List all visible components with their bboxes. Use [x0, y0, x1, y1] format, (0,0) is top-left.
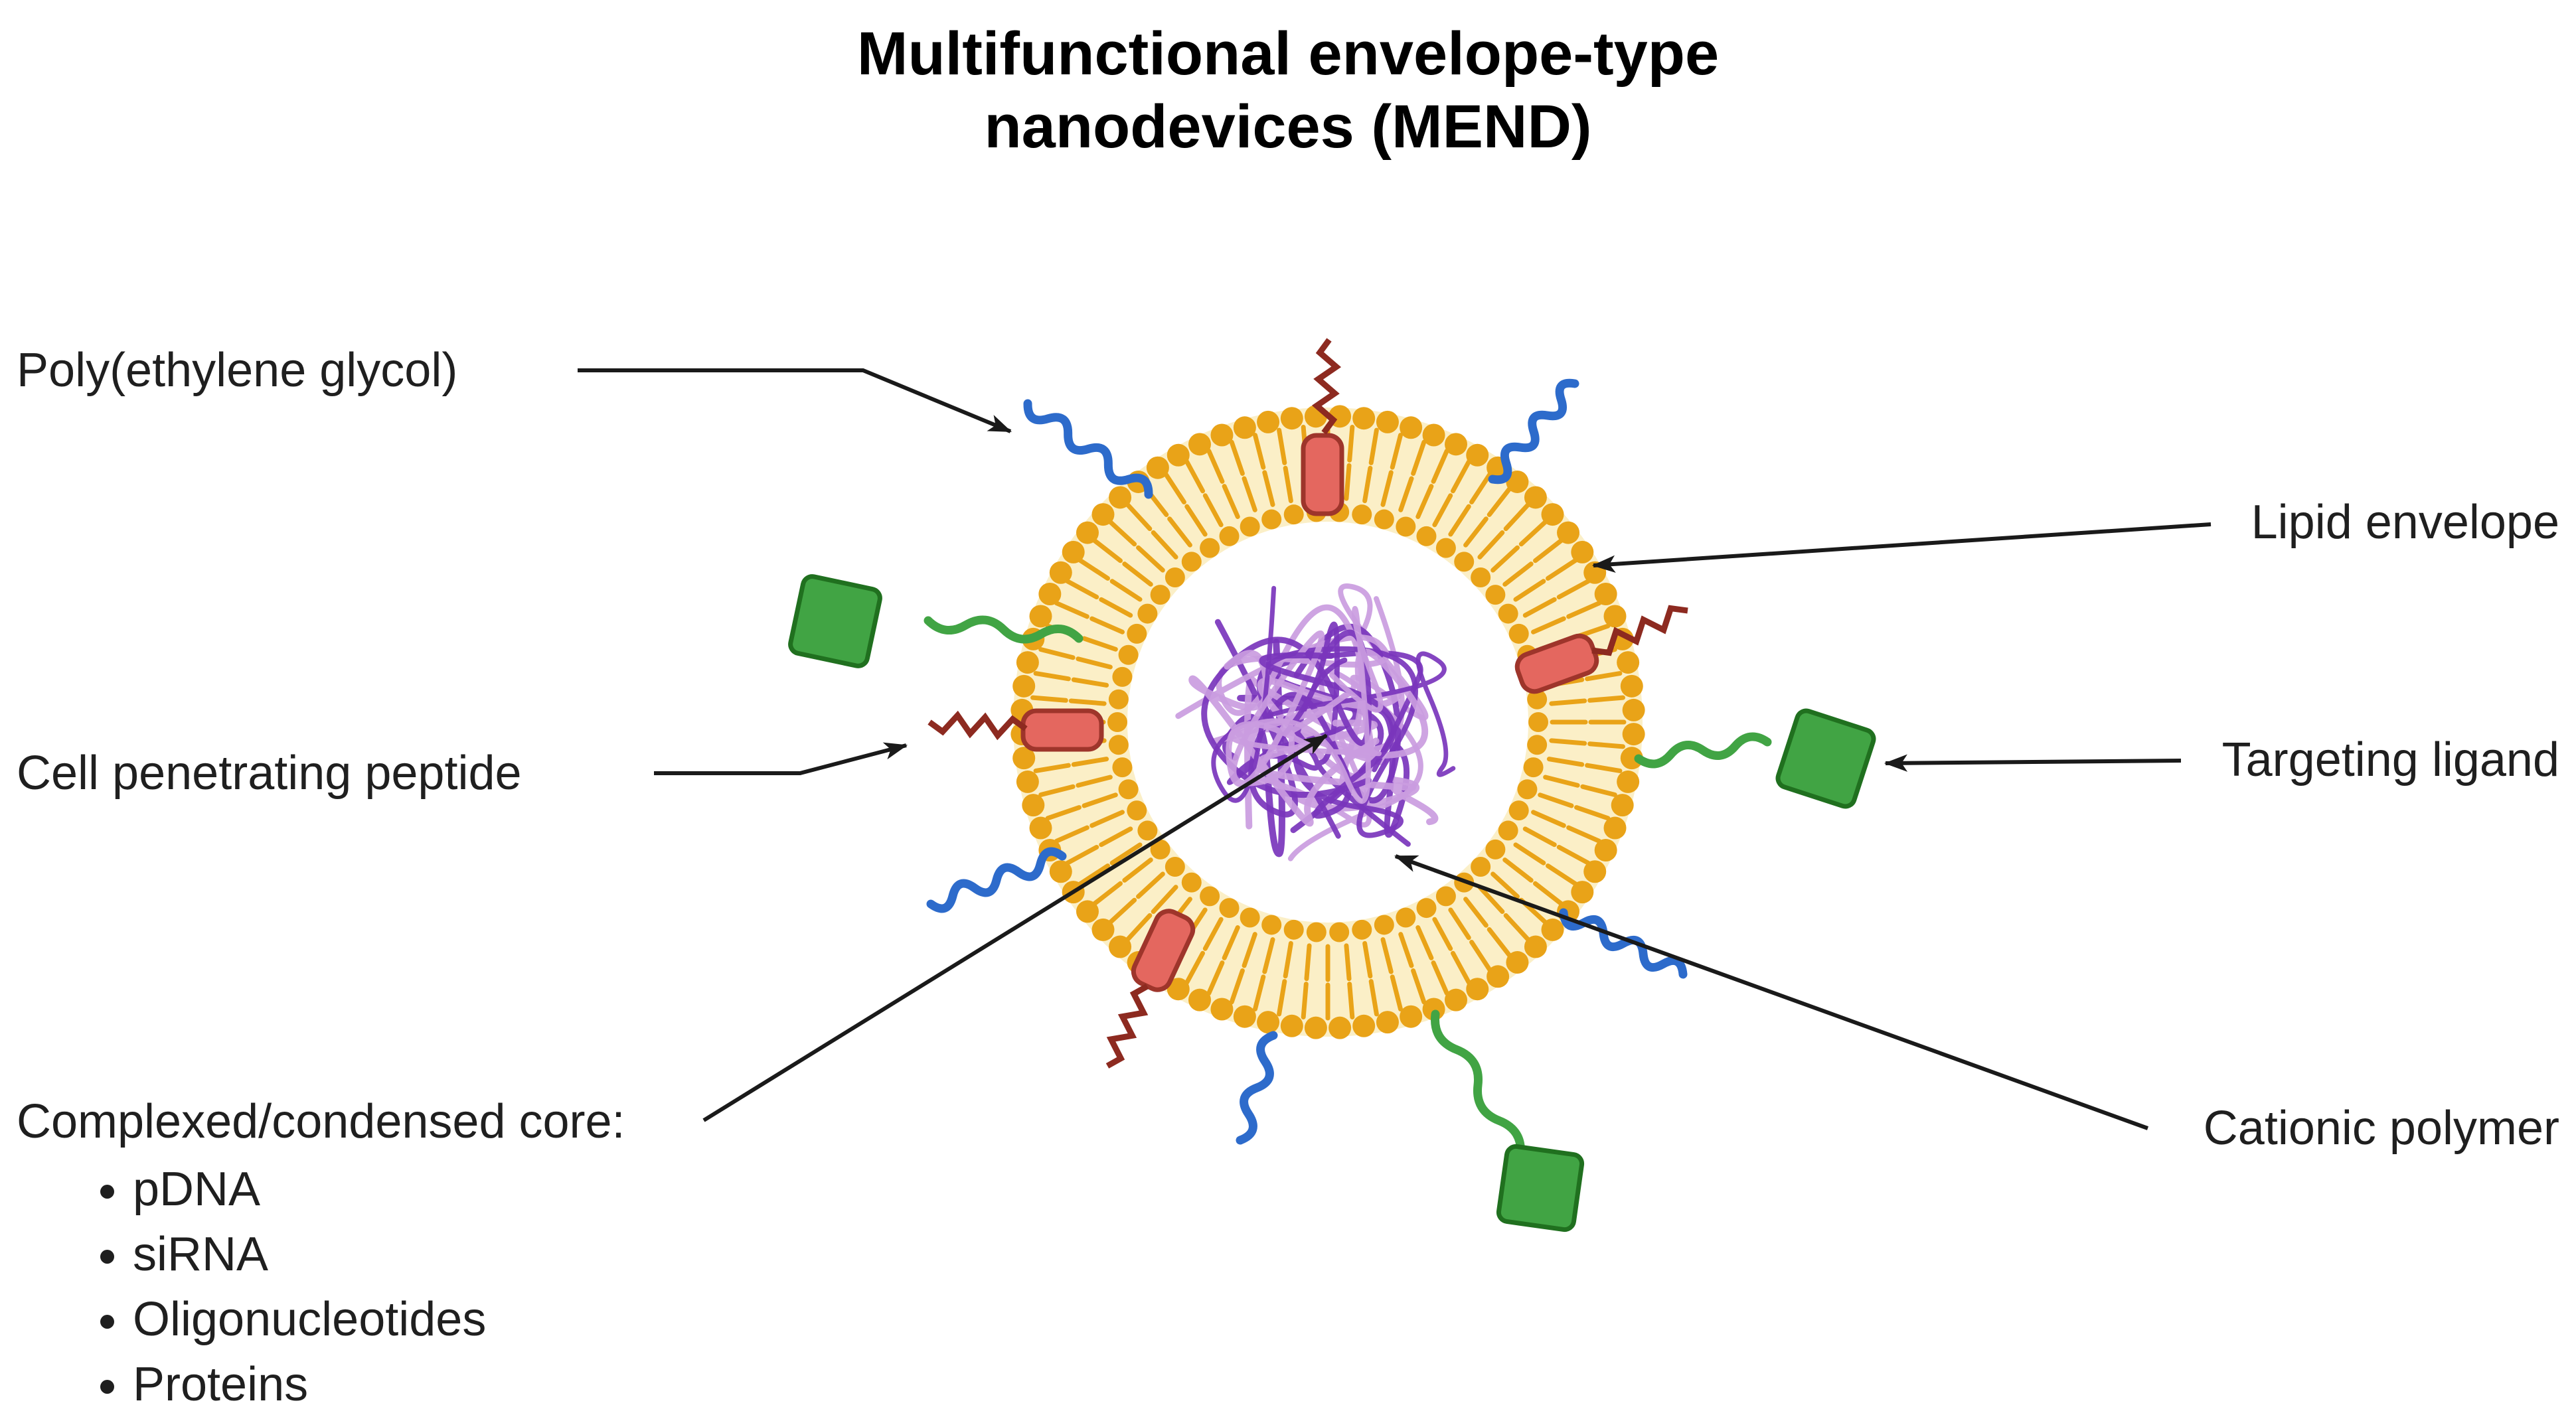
arrow-peg	[578, 368, 1012, 433]
core-item-oligos: Oligonucleotides	[133, 1287, 625, 1352]
label-cpp: Cell penetrating peptide	[17, 747, 522, 800]
diagram-title-line1: Multifunctional envelope-type	[856, 20, 1720, 88]
core-contents-list: pDNA siRNA Oligonucleotides Proteins	[17, 1157, 625, 1417]
arrow-cationic-polymer	[1394, 854, 2149, 1130]
label-cationic-polymer: Cationic polymer	[2203, 1102, 2559, 1155]
diagram-title-line2: nanodevices (MEND)	[984, 93, 1592, 161]
label-lipid-envelope: Lipid envelope	[2251, 496, 2559, 549]
core-item-pdna: pDNA	[133, 1157, 625, 1222]
label-core-heading: Complexed/condensed core:	[17, 1095, 625, 1148]
arrow-targeting-ligand	[1884, 754, 2182, 772]
condensed-core	[1175, 583, 1456, 861]
arrow-cpp	[654, 742, 908, 775]
arrow-core	[702, 733, 1328, 1122]
annotation-arrows	[578, 368, 2212, 1130]
targeting-ligands	[788, 574, 1876, 1232]
label-targeting-ligand: Targeting ligand	[2221, 733, 2559, 786]
core-label-block: Complexed/condensed core: pDNA siRNA Oli…	[17, 1092, 625, 1417]
core-item-sirna: siRNA	[133, 1222, 625, 1287]
arrow-lipid-envelope	[1591, 522, 2212, 573]
label-peg: Poly(ethylene glycol)	[17, 344, 458, 397]
diagram-title: Multifunctional envelope-type nanodevice…	[0, 17, 2576, 163]
core-item-proteins: Proteins	[133, 1352, 625, 1417]
cell-penetrating-peptides	[927, 338, 1688, 1069]
